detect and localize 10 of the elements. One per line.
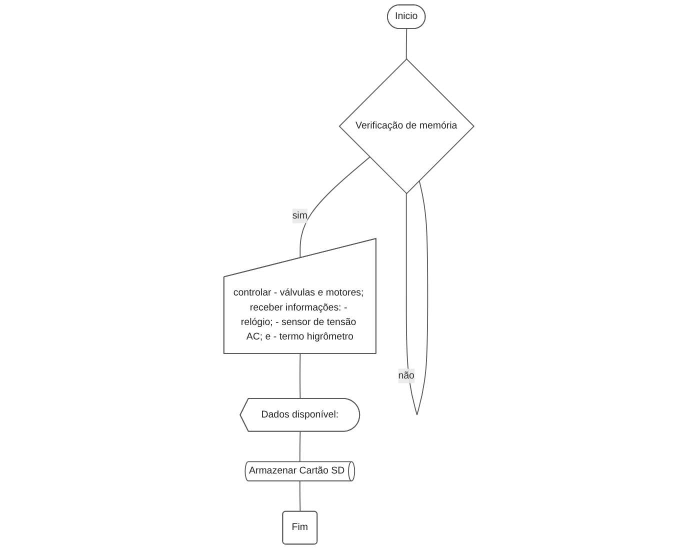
connector: [300, 480, 301, 512]
connector: [406, 180, 428, 416]
node-text: Armazenar Cartão SD: [249, 466, 345, 476]
edge-label: não: [398, 370, 415, 381]
node-diamond: Verificação de memória: [338, 58, 475, 194]
connector: [300, 156, 370, 258]
edge-label: sim: [292, 210, 308, 221]
connector: [300, 353, 301, 400]
connector: [406, 28, 408, 60]
connector: [300, 431, 301, 462]
